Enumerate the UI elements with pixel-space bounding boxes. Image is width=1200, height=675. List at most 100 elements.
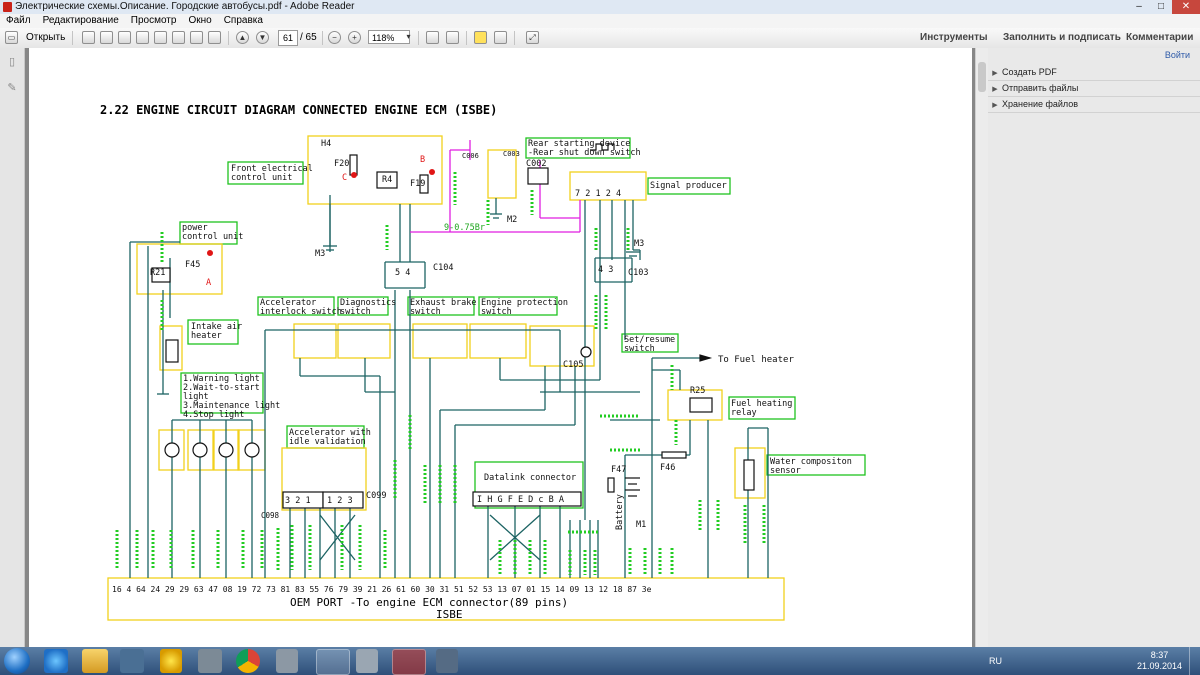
label-datalink-pins: I H G F E D c B A [477,495,564,505]
ie-icon[interactable] [44,649,68,673]
store-files-item[interactable]: ▶Хранение файлов [988,96,1200,113]
adobe-reader-taskbar-icon[interactable] [392,649,426,675]
minimize-button[interactable]: – [1136,1,1142,12]
chevron-down-icon[interactable]: ▾ [406,32,411,41]
edit-pdf-icon[interactable] [100,31,113,44]
vertical-scrollbar[interactable] [975,48,988,647]
sign-in-link[interactable]: Войти [1164,50,1190,60]
clock[interactable]: 8:37 21.09.2014 [1137,650,1182,672]
adobe-reader-icon [3,2,12,12]
label-h4: H4 [321,139,331,149]
component-labels: H4 F20 C R4 F19 B C006 C003 C002 M2 M3 M… [112,139,705,594]
expand-icon[interactable]: ⤢ [526,31,539,44]
app-icon[interactable] [436,649,458,673]
zoom-in-icon[interactable]: + [348,31,361,44]
next-page-icon[interactable]: ▼ [256,31,269,44]
component-boxes [107,135,785,621]
chevron-right-icon: ▶ [992,86,998,93]
toolbar-separator [228,31,229,45]
explorer-icon[interactable] [82,649,108,673]
label-f47: F47 [611,465,626,475]
send-files-item[interactable]: ▶Отправить файлы [988,80,1200,97]
chevron-right-icon: ▶ [992,102,998,109]
label-c104: C104 [433,263,453,273]
calculator-icon[interactable] [356,649,378,673]
comment-icon[interactable] [474,31,487,44]
menu-window[interactable]: Окно [188,15,212,26]
navigation-pane: ▯ ✎ [0,48,25,647]
create-pdf-item[interactable]: ▶ Создать PDF [988,64,1200,81]
highlight-icon[interactable] [494,31,507,44]
tools-button[interactable]: Инструменты [920,32,988,43]
label-m3-right: M3 [634,239,644,249]
red-markers [207,169,435,256]
word-icon[interactable] [316,649,350,675]
toolbar: ▭ Открыть ▲ ▼ 61 / 65 − + 118% ▾ ⤢ Инстр… [0,28,1200,49]
fit-width-icon[interactable] [446,31,459,44]
page-thumbnails-icon[interactable]: ▯ [8,56,16,68]
label-c104-pins: 5 4 [395,268,410,278]
label-m2: M2 [507,215,517,225]
zoom-out-icon[interactable]: − [328,31,341,44]
app-icon[interactable] [160,649,182,673]
title-bar: Электрические схемы.Описание. Городские … [0,0,1200,15]
comments-button[interactable]: Комментарии [1126,32,1194,43]
language-indicator[interactable]: RU [989,656,1002,666]
components [151,143,755,509]
share-icon[interactable] [136,31,149,44]
chevron-right-icon: ▶ [992,70,998,77]
email-icon[interactable] [208,31,221,44]
isbe-label: ISBE [436,608,463,621]
show-desktop-button[interactable] [1189,647,1200,675]
create-pdf-icon[interactable] [82,31,95,44]
label-c103-pins: 4 3 [598,265,613,275]
app-icon[interactable] [276,649,298,673]
page-number-input[interactable]: 61 [278,30,298,46]
window-title: Электрические схемы.Описание. Городские … [15,1,355,12]
open-folder-icon[interactable]: ▭ [5,31,18,44]
fill-sign-button[interactable]: Заполнить и подписать [1003,32,1121,43]
label-c002: C002 [526,159,546,169]
cloud-icon[interactable] [154,31,167,44]
toolbar-separator [322,31,323,45]
prev-page-icon[interactable]: ▲ [236,31,249,44]
menu-file[interactable]: Файл [6,15,31,26]
start-button[interactable] [4,648,30,674]
label-r25: R25 [690,386,705,396]
label-r21: R21 [150,268,165,278]
signal-producer-label: Signal producer [650,181,727,191]
toolbar-separator [466,31,467,45]
chrome-icon[interactable] [236,649,260,673]
close-button[interactable]: ✕ [1172,0,1200,14]
attachments-icon[interactable]: ✎ [7,82,17,94]
zoom-select[interactable]: 118% [368,30,410,44]
save-icon[interactable] [172,31,185,44]
label-signal-pins: 7 2 1 2 4 [575,189,621,199]
print-icon[interactable] [190,31,203,44]
create-pdf-label: Создать PDF [1002,67,1057,77]
menu-edit[interactable]: Редактирование [42,15,119,26]
clock-date: 21.09.2014 [1136,661,1182,671]
fit-page-icon[interactable] [426,31,439,44]
app-icon[interactable] [198,649,222,673]
maximize-button[interactable]: □ [1157,1,1165,12]
page-total: / 65 [300,32,317,43]
open-button[interactable]: Открыть [26,32,66,43]
combine-icon[interactable] [118,31,131,44]
menu-view[interactable]: Просмотр [130,15,177,26]
label-boxes [179,137,866,509]
label-c: C [342,173,347,183]
scrollbar-thumb[interactable] [978,62,986,92]
label-oem-pins: 16 4 64 24 29 29 63 47 08 19 72 73 81 83… [112,585,652,594]
label-battery: Battery [615,494,625,530]
media-player-icon[interactable] [120,649,144,673]
label-c006: C006 [462,152,479,160]
menu-help[interactable]: Справка [223,15,263,26]
label-f46: F46 [660,463,675,473]
label-bus-wire: 9-0.75Br [444,223,485,233]
